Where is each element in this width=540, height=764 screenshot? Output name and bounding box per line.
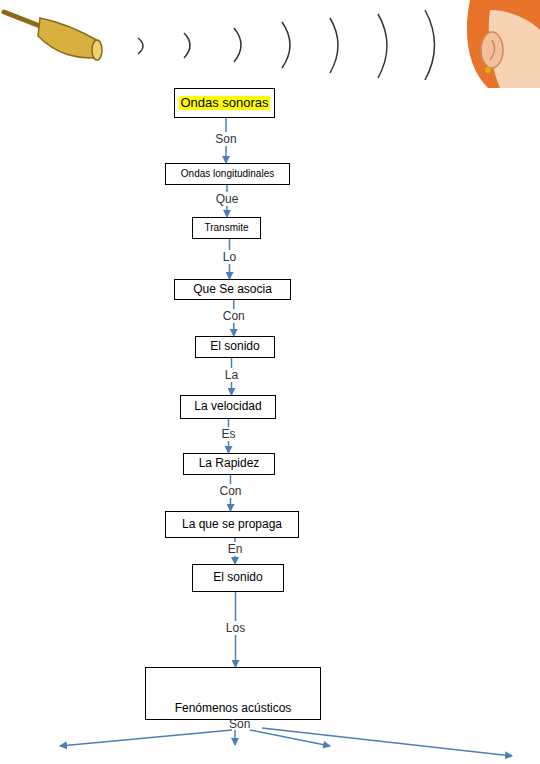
node-text: La velocidad bbox=[194, 400, 261, 414]
edge-label: Con bbox=[221, 309, 247, 323]
edge-label: Que bbox=[214, 192, 241, 206]
concept-box: La velocidad bbox=[180, 395, 276, 419]
node-text: Transmite bbox=[204, 222, 248, 234]
concept-box: Ondas sonoras bbox=[174, 88, 275, 118]
edge-label: La bbox=[223, 368, 240, 382]
node-text: El sonido bbox=[213, 571, 262, 585]
node-text: El sonido bbox=[210, 340, 259, 354]
node-text: Que Se asocia bbox=[193, 283, 272, 297]
node-text: Ondas longitudinales bbox=[181, 168, 274, 180]
node-text: La Rapidez bbox=[199, 457, 260, 471]
concept-box: La que se propaga bbox=[165, 511, 299, 538]
edge-label: Son bbox=[213, 132, 238, 146]
ear-face bbox=[467, 0, 540, 88]
concept-box: Que Se asocia bbox=[174, 279, 291, 300]
bell-icon bbox=[4, 12, 102, 60]
concept-box: Fenómenos acústicos bbox=[145, 667, 321, 720]
edge-label: Con bbox=[217, 484, 243, 498]
sound-waves bbox=[138, 10, 435, 80]
node-text: Ondas sonoras bbox=[179, 96, 269, 111]
concept-box: Transmite bbox=[192, 217, 261, 239]
edge-label: Los bbox=[224, 621, 247, 635]
concept-box: El sonido bbox=[195, 336, 275, 358]
concept-box: El sonido bbox=[192, 564, 284, 592]
edge-label: Lo bbox=[221, 250, 238, 264]
edge-label: En bbox=[226, 542, 245, 556]
concept-box: Ondas longitudinales bbox=[165, 163, 290, 185]
concept-box: La Rapidez bbox=[183, 453, 275, 475]
branch-label: Son bbox=[229, 717, 250, 731]
node-text: Fenómenos acústicos bbox=[175, 702, 292, 716]
edge-label: Es bbox=[219, 427, 237, 441]
branch-arrows bbox=[60, 728, 512, 756]
node-text: La que se propaga bbox=[182, 518, 282, 532]
